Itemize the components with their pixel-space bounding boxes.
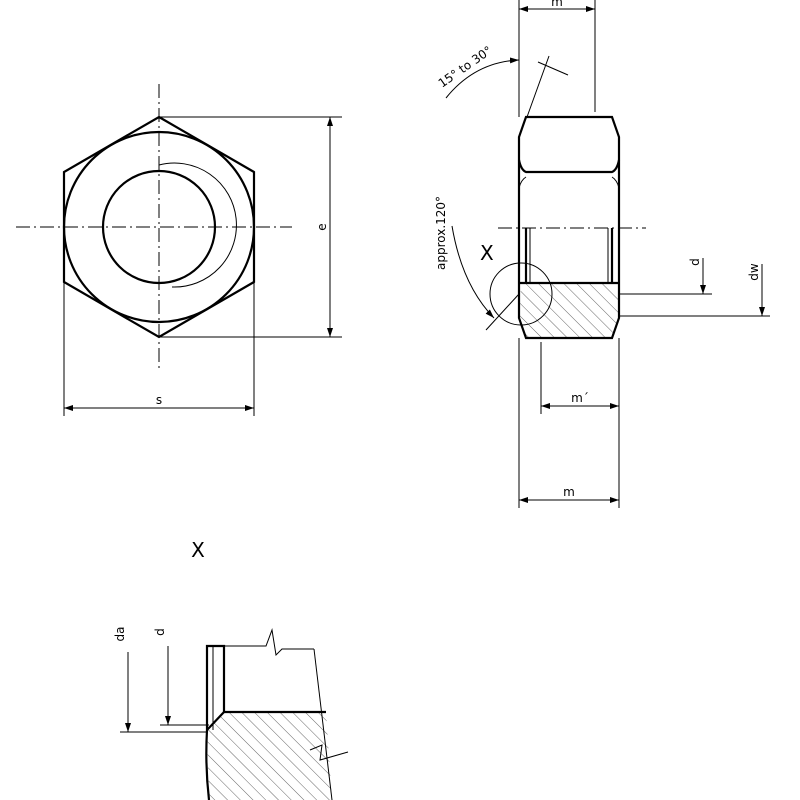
label-e: e <box>315 223 329 230</box>
front-view: e s <box>16 84 342 416</box>
chamfer-angle-arc <box>445 57 520 99</box>
detail-break-top <box>224 628 314 657</box>
detail-marker: X <box>480 241 494 265</box>
detail-view: X da d <box>113 538 349 800</box>
label-cone-angle: approx.120° <box>434 196 448 270</box>
cone-angle-arc <box>451 225 495 319</box>
label-d: d <box>688 258 702 266</box>
chamfer-angle-line <box>526 55 550 118</box>
label-m-prime: m´ <box>571 391 589 405</box>
cone-angle-line <box>485 293 520 331</box>
detail-right-edge <box>313 648 333 800</box>
thread-arc <box>158 162 237 288</box>
chamfer-angle-tick <box>537 61 569 76</box>
detail-circle <box>489 262 553 326</box>
detail-hatch <box>207 712 332 800</box>
label-dw: dw <box>747 263 761 281</box>
nut-outline <box>517 115 621 340</box>
label-da: da <box>113 627 127 642</box>
flat-arc-upper <box>517 159 621 174</box>
detail-chamfer <box>206 711 225 731</box>
side-view: m 15° to 30° approx.120° X d dw m´ m <box>434 0 770 508</box>
detail-break-right <box>309 744 349 761</box>
label-m-bottom: m <box>563 485 575 499</box>
flat-arc-mid-r <box>611 176 620 189</box>
detail-title: X <box>191 538 205 562</box>
section-hatch <box>519 283 619 338</box>
detail-outline <box>205 644 226 800</box>
flat-arc-mid <box>518 176 527 189</box>
label-d-detail: d <box>153 628 167 636</box>
label-m-top: m <box>551 0 563 9</box>
label-s: s <box>156 393 162 407</box>
